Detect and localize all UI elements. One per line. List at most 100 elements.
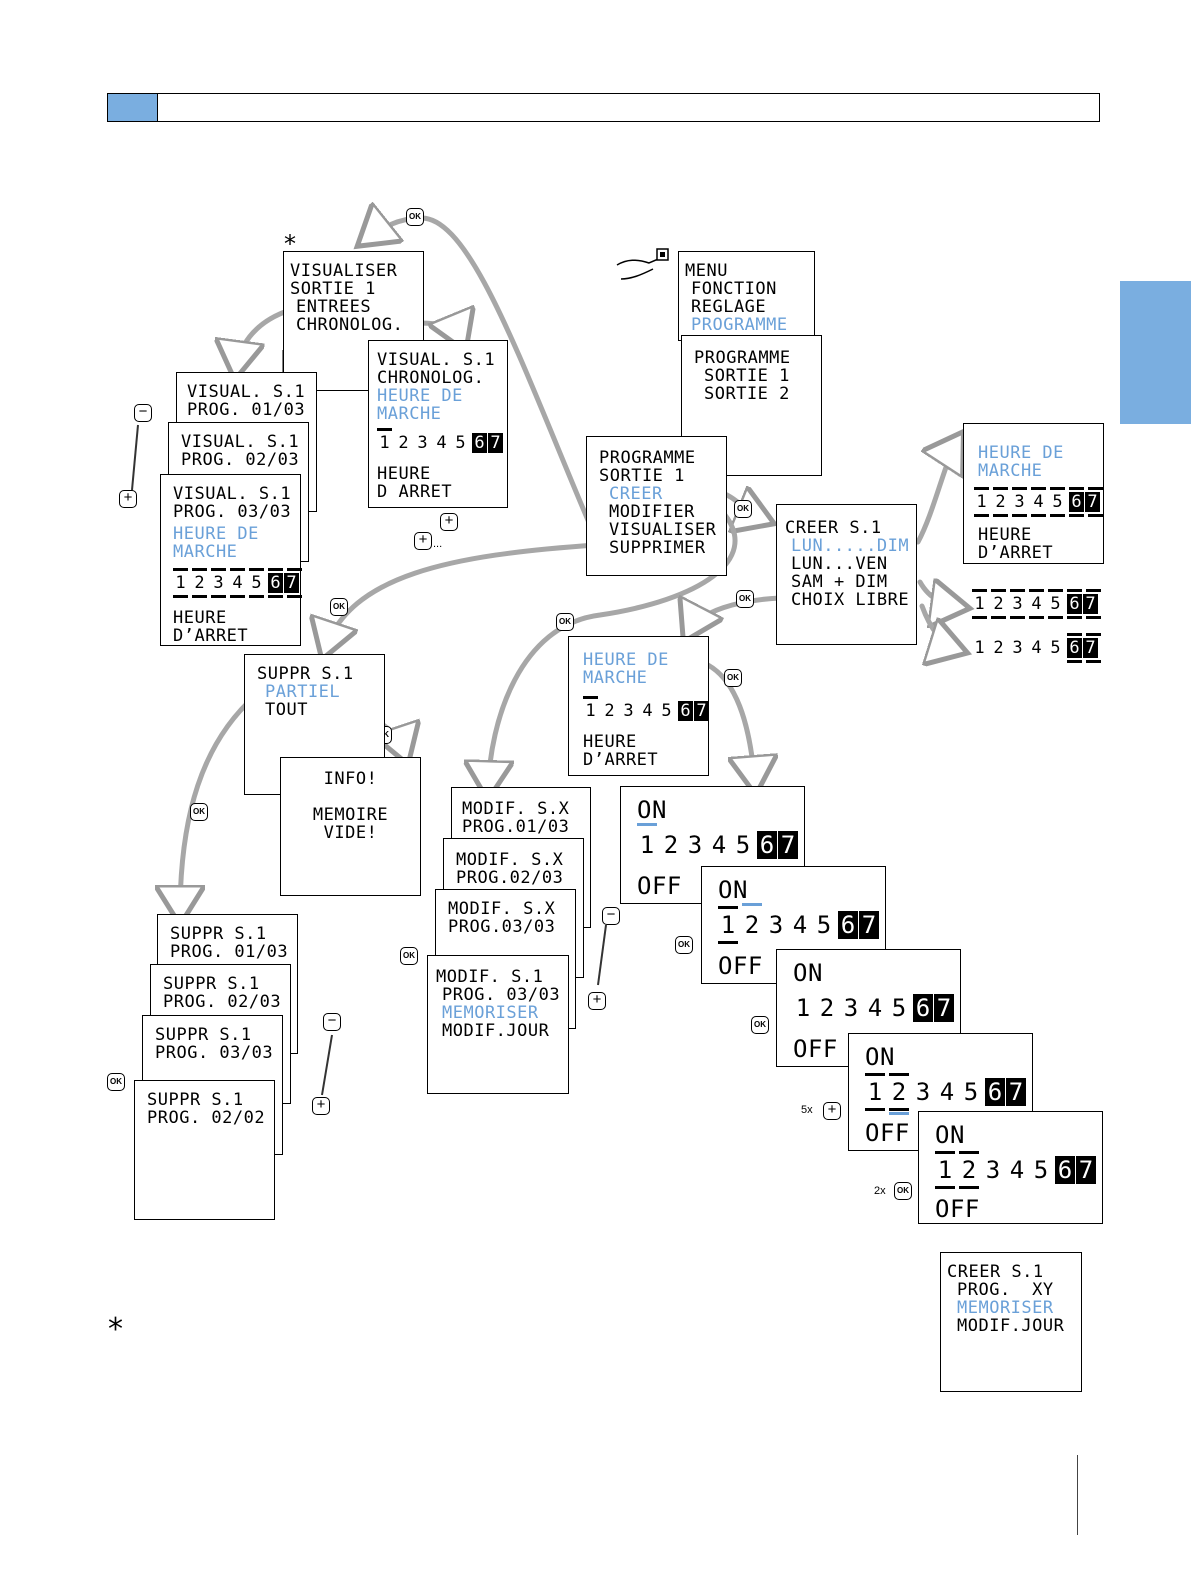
arrow-supprimer-to-suppr [325,542,599,650]
day-1-bar [974,514,989,517]
minus-button-modif[interactable]: − [602,907,620,925]
onoff-1-off: OFF [637,872,682,900]
modif-4-modif-jour[interactable]: MODIF.JOUR [442,1021,550,1041]
day-4: 4 [642,701,653,721]
prog-item-supprimer[interactable]: SUPPRIMER [609,538,706,558]
creer-item-lun-ven[interactable]: LUN...VEN [791,554,888,574]
day-6: 6 [838,911,858,939]
ok-button-supprimer[interactable]: OK [330,598,348,616]
minus-button-left[interactable]: − [134,404,152,422]
suppr-2-prog: PROG. 02/03 [163,992,282,1012]
day-4: 4 [1033,492,1044,512]
prog-item-modifier[interactable]: MODIFIER [609,502,695,522]
day-7-bar [1086,589,1101,592]
day-7-bar [287,595,302,598]
onoff-2-on: ON [718,876,748,904]
modif-4-prog: PROG. 03/03 [442,985,561,1005]
plus-button-left[interactable]: + [119,490,137,508]
heure-start-1: HEURE DE [583,650,669,670]
creer-item-sam-dim[interactable]: SAM + DIM [791,572,888,592]
day-2-bar [889,1108,909,1111]
arrow-choixlibre-to-days2 [919,603,958,650]
plus-button-modif[interactable]: + [588,992,606,1010]
plus-button-chrono-1[interactable]: + [440,513,458,531]
ok-button-modifier[interactable]: OK [556,613,574,631]
suppr-item-tout[interactable]: TOUT [265,700,308,720]
plus-button-suppr[interactable]: + [312,1097,330,1115]
info-screen: INFO! MEMOIRE VIDE! [280,757,421,896]
suppr-item-partiel[interactable]: PARTIEL [265,682,341,702]
day-4-bar [1029,589,1044,592]
ok-button-onoff-2[interactable]: OK [751,1016,769,1034]
visual-2-title: VISUAL. S.1 [181,432,300,452]
creer-item-lun-dim[interactable]: LUN.....DIM [791,536,910,556]
day-5-bar [1050,514,1065,517]
prog-item-creer[interactable]: CREER [609,484,663,504]
day-1-bar [377,428,392,431]
day-3: 3 [985,1156,1001,1184]
creer-result-stop-2: D’ARRET [978,543,1054,563]
modif-4-memoriser[interactable]: MEMORISER [442,1003,539,1023]
visualiser-item-chronolog[interactable]: CHRONOLOG. [296,315,404,335]
onoff-3-on: ON [793,959,823,987]
section-header-bar [107,93,1100,122]
menu-title: MENU [685,261,728,281]
day-2-bar [959,1151,979,1154]
ok-button-2x[interactable]: OK [894,1182,912,1200]
day-4: 4 [867,994,883,1022]
plus-button-5x[interactable]: + [823,1102,841,1120]
plus-button-chrono-2[interactable]: + [414,532,432,550]
day-2-bar [889,1073,909,1076]
ok-button-suppr-stack[interactable]: OK [107,1073,125,1091]
day-3-bar [211,568,226,571]
day-5: 5 [1052,492,1063,512]
day-1: 1 [976,492,987,512]
visual-3-stop-1: HEURE [173,608,227,628]
onoff-1-on: ON [637,796,667,824]
menu-item-programme[interactable]: PROGRAMME [691,315,788,335]
day-2: 2 [194,573,205,593]
day-7: 7 [859,911,879,939]
ok-button-choix[interactable]: OK [736,590,754,608]
day-4: 4 [711,831,727,859]
day-5: 5 [1033,1156,1049,1184]
day-1: 1 [585,701,596,721]
heure-stop-2: D’ARRET [583,750,659,770]
day-4: 4 [436,433,447,453]
menu-item-reglage[interactable]: REGLAGE [691,297,767,317]
suppr-prog-screen-4: SUPPR S.1 PROG. 02/02 [134,1080,275,1220]
day-4: 4 [1031,594,1042,614]
day-2-bar [991,589,1006,592]
onoff-4-off: OFF [865,1119,910,1147]
creer-item-choix-libre[interactable]: CHOIX LIBRE [791,590,910,610]
ok-button-partiel[interactable]: OK [190,803,208,821]
ok-button-onoff-1[interactable]: OK [675,936,693,954]
day-7: 7 [1006,1078,1026,1106]
day-5: 5 [455,433,466,453]
day-3: 3 [213,573,224,593]
menu-item-fonction[interactable]: FONCTION [691,279,777,299]
ok-button-modif-stack[interactable]: OK [400,947,418,965]
ok-button-heure[interactable]: OK [724,669,742,687]
visualiser-item-entrees[interactable]: ENTREES [296,297,372,317]
day-4: 4 [1031,638,1042,658]
final-modif-jour[interactable]: MODIF.JOUR [957,1316,1065,1336]
side-tab [1120,281,1191,424]
day-6-bar [1069,487,1084,490]
day-7-bar [1086,660,1101,663]
ok-button-top[interactable]: OK [406,208,424,226]
ok-button-creer[interactable]: OK [734,500,752,518]
minus-button-suppr[interactable]: − [323,1013,341,1031]
final-memoriser[interactable]: MEMORISER [957,1298,1054,1318]
arrow-partiel-to-suppr-stack [180,687,265,915]
programme-sortie-2[interactable]: SORTIE 2 [704,384,790,404]
suppr-title: SUPPR S.1 [257,664,354,684]
visual-3-start-2: MARCHE [173,542,238,562]
day-7-bar [1088,487,1103,490]
programme-sortie-1[interactable]: SORTIE 1 [704,366,790,386]
prog-item-visualiser[interactable]: VISUALISER [609,520,717,540]
day-5-bar [1048,616,1063,619]
